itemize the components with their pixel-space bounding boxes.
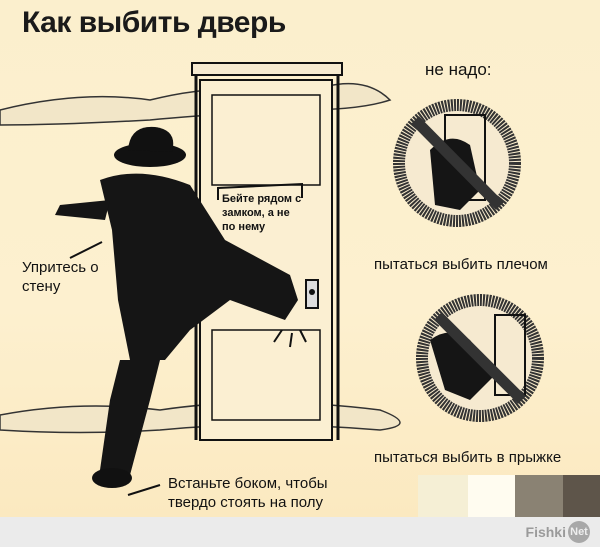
label-stand-sideways: Встаньте боком, чтобы твердо стоять на п… — [168, 475, 328, 511]
label-dont-jump: пытаться выбить в прыжке — [374, 449, 562, 466]
page-title: Как выбить дверь — [22, 6, 286, 39]
label-dont-shoulder: пытаться выбить плечом — [374, 256, 548, 273]
infographic-poster: Как выбить дверь — [0, 0, 600, 517]
color-swatch-4 — [563, 475, 600, 517]
door-kick-illustration — [0, 62, 544, 496]
prohibition-sign-jump — [416, 294, 544, 422]
color-swatch-1 — [418, 475, 470, 517]
color-swatch-2 — [468, 475, 515, 517]
watermark-badge: Net — [568, 521, 590, 543]
color-swatch-3 — [515, 475, 563, 517]
label-dont: не надо: — [425, 60, 492, 79]
watermark-text: Fishki — [525, 524, 566, 540]
fishki-watermark: Fishki Net — [526, 521, 590, 543]
label-hit-near-lock: Бейте рядом с замком, а не по нему — [222, 193, 302, 233]
label-brace-wall: Упритесь о стену — [22, 259, 99, 295]
prohibition-sign-shoulder — [393, 99, 521, 227]
